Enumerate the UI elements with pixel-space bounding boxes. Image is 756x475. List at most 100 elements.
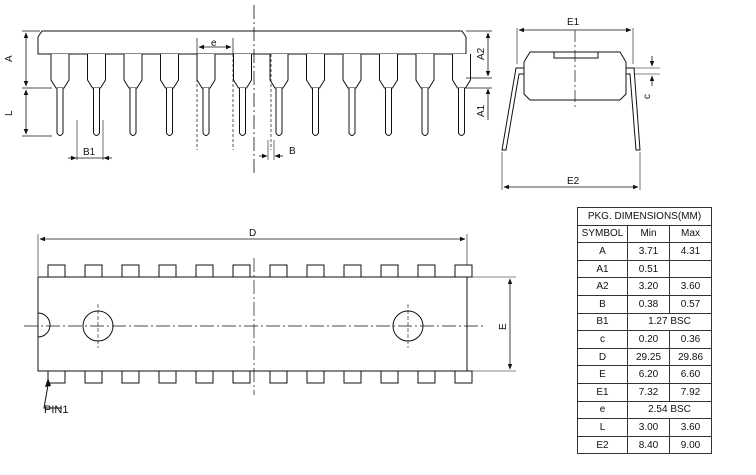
- top-pin-lower: [454, 370, 473, 384]
- side-pin-shoulder: [160, 54, 179, 89]
- top-pin-lower: [158, 370, 177, 384]
- row-merged-value: 2.54 BSC: [627, 400, 712, 420]
- top-pin-upper: [380, 264, 399, 278]
- top-pin-upper: [121, 264, 140, 278]
- side-view-pins: [56, 88, 465, 136]
- side-pin-shoulder: [269, 54, 289, 89]
- top-pin-upper: [454, 264, 473, 278]
- end-view-body: [523, 51, 627, 101]
- pin1-leader: [43, 384, 62, 409]
- end-view-labels: E1 E2 c: [567, 17, 653, 187]
- side-view: [22, 5, 492, 175]
- side-pin-shoulder: [452, 54, 471, 89]
- row-min: 3.00: [627, 418, 670, 437]
- label-c: c: [642, 94, 653, 99]
- row-symbol: c: [577, 330, 628, 349]
- side-pin-shoulder: [196, 54, 216, 89]
- side-pin-lead: [348, 88, 356, 136]
- top-pin-upper: [47, 264, 66, 278]
- top-view: [24, 234, 516, 409]
- row-merged-value: 1.27 BSC: [627, 312, 712, 332]
- pin1-arrowhead: [45, 378, 51, 387]
- label-A1: A1: [476, 104, 487, 117]
- end-view-lead-left: [501, 67, 524, 151]
- row-symbol: E2: [577, 435, 628, 455]
- row-symbol: E: [577, 365, 628, 384]
- top-pin-lower: [269, 370, 288, 384]
- row-min: 3.71: [627, 242, 670, 261]
- side-pin-shoulder: [87, 54, 106, 89]
- top-pin-upper: [84, 264, 103, 278]
- top-pin-upper: [158, 264, 177, 278]
- row-symbol: e: [577, 400, 628, 420]
- top-pin-lower: [47, 370, 66, 384]
- side-pin-lead: [458, 88, 465, 136]
- row-min: 0.51: [627, 259, 670, 279]
- table-header-row: SYMBOL Min Max: [577, 224, 712, 244]
- row-min: 0.20: [627, 330, 670, 349]
- top-pin-lower: [343, 370, 362, 384]
- side-pin-shoulder: [123, 54, 143, 89]
- side-view-shoulders: [50, 54, 471, 89]
- row-symbol: B1: [577, 312, 628, 332]
- side-view-body-upper: [37, 30, 467, 55]
- row-symbol: D: [577, 347, 628, 367]
- side-pin-lead: [56, 88, 64, 136]
- label-L: L: [4, 110, 15, 116]
- row-symbol: A: [577, 242, 628, 261]
- side-pin-lead: [166, 88, 173, 136]
- label-D: D: [249, 228, 256, 239]
- top-view-labels: D E PIN1: [44, 228, 509, 416]
- label-e: e: [211, 38, 217, 49]
- side-pin-lead: [275, 88, 283, 136]
- label-B1: B1: [83, 147, 96, 158]
- label-E: E: [498, 323, 509, 330]
- row-max: 0.36: [669, 330, 712, 349]
- header-max: Max: [669, 224, 712, 244]
- top-pin-lower: [380, 370, 399, 384]
- row-max: 29.86: [669, 347, 712, 367]
- row-min: 29.25: [627, 347, 670, 367]
- side-pin-lead: [421, 88, 429, 136]
- side-pin-lead: [129, 88, 137, 136]
- row-symbol: B: [577, 294, 628, 314]
- top-pin-lower: [195, 370, 214, 384]
- row-min: 7.32: [627, 382, 670, 402]
- row-max: [669, 259, 712, 279]
- row-max: 6.60: [669, 365, 712, 384]
- top-pin-lower: [84, 370, 103, 384]
- side-pin-shoulder: [233, 54, 252, 89]
- label-A2: A2: [476, 47, 487, 60]
- row-max: 9.00: [669, 435, 712, 455]
- row-min: 6.20: [627, 365, 670, 384]
- top-pin-upper: [417, 264, 436, 278]
- row-min: 3.20: [627, 277, 670, 296]
- row-max: 0.57: [669, 294, 712, 314]
- top-view-notch: [37, 312, 51, 338]
- top-view-body: [37, 276, 468, 372]
- label-E1: E1: [567, 17, 580, 28]
- side-pin-shoulder: [379, 54, 398, 89]
- top-pin-upper: [195, 264, 214, 278]
- row-max: 4.31: [669, 242, 712, 261]
- top-pin-lower: [417, 370, 436, 384]
- top-pin-lower: [306, 370, 325, 384]
- side-pin-lead: [312, 88, 319, 136]
- row-symbol: A1: [577, 259, 628, 279]
- side-pin-lead: [93, 88, 100, 136]
- top-pin-upper: [232, 264, 251, 278]
- header-min: Min: [627, 224, 670, 244]
- top-pin-upper: [269, 264, 288, 278]
- table-title-row: PKG. DIMENSIONS(MM): [577, 207, 712, 226]
- row-max: 3.60: [669, 277, 712, 296]
- row-min: 0.38: [627, 294, 670, 314]
- label-E2: E2: [567, 176, 580, 187]
